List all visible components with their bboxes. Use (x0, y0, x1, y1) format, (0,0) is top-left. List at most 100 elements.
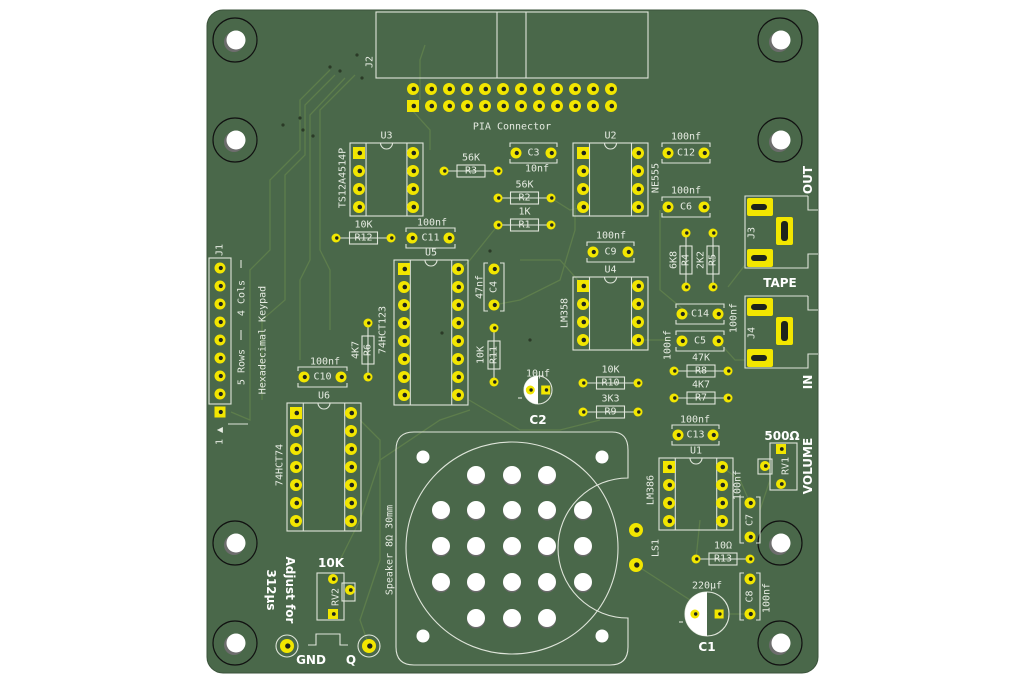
ref-label-c4: C4 (489, 281, 500, 293)
drill-hole (712, 231, 716, 235)
drill-hole (335, 236, 339, 240)
ref-label-r2: R2 (518, 193, 530, 204)
drill-hole (626, 249, 631, 255)
drill-hole (702, 150, 707, 156)
drill-hole (483, 86, 489, 92)
drill-hole (456, 356, 462, 362)
trace (319, 74, 356, 330)
ref-label-r8: R8 (695, 366, 707, 377)
drill-hole (402, 374, 408, 380)
ref-label-c5: C5 (694, 336, 706, 347)
drill-hole (456, 338, 462, 344)
drill-hole (514, 150, 519, 156)
ref-label-u4: U4 (604, 265, 616, 276)
ref-label-c10: C10 (313, 372, 331, 383)
drill-hole (411, 150, 417, 156)
drill-hole (218, 301, 223, 307)
ref-label-rv1: RV1 (781, 457, 792, 475)
drill-hole (720, 500, 726, 506)
drill-hole (716, 311, 721, 317)
value-label-r11: 10K (476, 346, 487, 364)
value-label-c4: 47nf (475, 275, 486, 299)
trace (359, 419, 381, 647)
drill-hole (667, 482, 673, 488)
drill-hole (748, 500, 753, 506)
drill-hole (411, 86, 417, 92)
speaker-grille-hole (432, 537, 450, 555)
drill-hole (763, 464, 768, 468)
via (528, 338, 532, 342)
drill-hole (666, 204, 671, 210)
drill-hole (390, 236, 394, 240)
ref-label-c13: C13 (686, 430, 704, 441)
speaker-grille-hole (574, 537, 592, 555)
ref-label-r4: R4 (681, 254, 692, 266)
drill-hole (402, 302, 408, 308)
drill-hole (493, 380, 497, 384)
drill-hole (349, 464, 355, 470)
drill-hole (349, 428, 355, 434)
drill-hole (581, 337, 587, 343)
speaker-grille-hole (432, 501, 450, 519)
drill-hole (537, 103, 543, 109)
drill-hole (367, 321, 371, 325)
drill-hole (779, 482, 784, 486)
drill-hole (634, 562, 640, 568)
trace (759, 479, 771, 511)
drill-hole (727, 369, 731, 373)
drill-hole (218, 319, 223, 325)
drill-hole (218, 391, 223, 397)
mounting-hole (212, 17, 258, 63)
drill-hole (581, 168, 587, 174)
drill-hole (637, 381, 641, 385)
drill-hole (695, 557, 699, 561)
speaker-grille-hole (467, 573, 485, 591)
drill-hole (702, 204, 707, 210)
drill-hole (447, 235, 452, 241)
via (301, 128, 305, 132)
speaker-grille-hole (467, 501, 485, 519)
mounting-hole (212, 520, 258, 566)
drill-hole (456, 320, 462, 326)
value-label-c11: 100nf (417, 218, 447, 229)
drill-hole (667, 518, 673, 524)
drill-hole (555, 86, 561, 92)
ref-label-c7: C7 (745, 514, 756, 526)
value-label-r12: 10K (354, 220, 372, 231)
trace (493, 200, 576, 306)
ref-label-j4: J4 (747, 327, 758, 339)
speaker-corner-hole (416, 629, 430, 643)
value-label-r5: 2K2 (696, 251, 707, 269)
value-label-rv2: 10K (318, 556, 345, 570)
speaker-grille-hole (538, 537, 556, 555)
drill-hole (493, 326, 497, 330)
drill-hole (573, 86, 579, 92)
drill-hole (447, 103, 453, 109)
trace (419, 44, 426, 100)
trace (261, 74, 336, 400)
tape-label: TAPE (763, 276, 797, 290)
via (338, 69, 342, 73)
drill-hole (294, 518, 300, 524)
drill-hole (331, 612, 336, 616)
drill-hole (549, 150, 554, 156)
via (440, 331, 444, 335)
volume-label: VOLUME (801, 438, 815, 494)
